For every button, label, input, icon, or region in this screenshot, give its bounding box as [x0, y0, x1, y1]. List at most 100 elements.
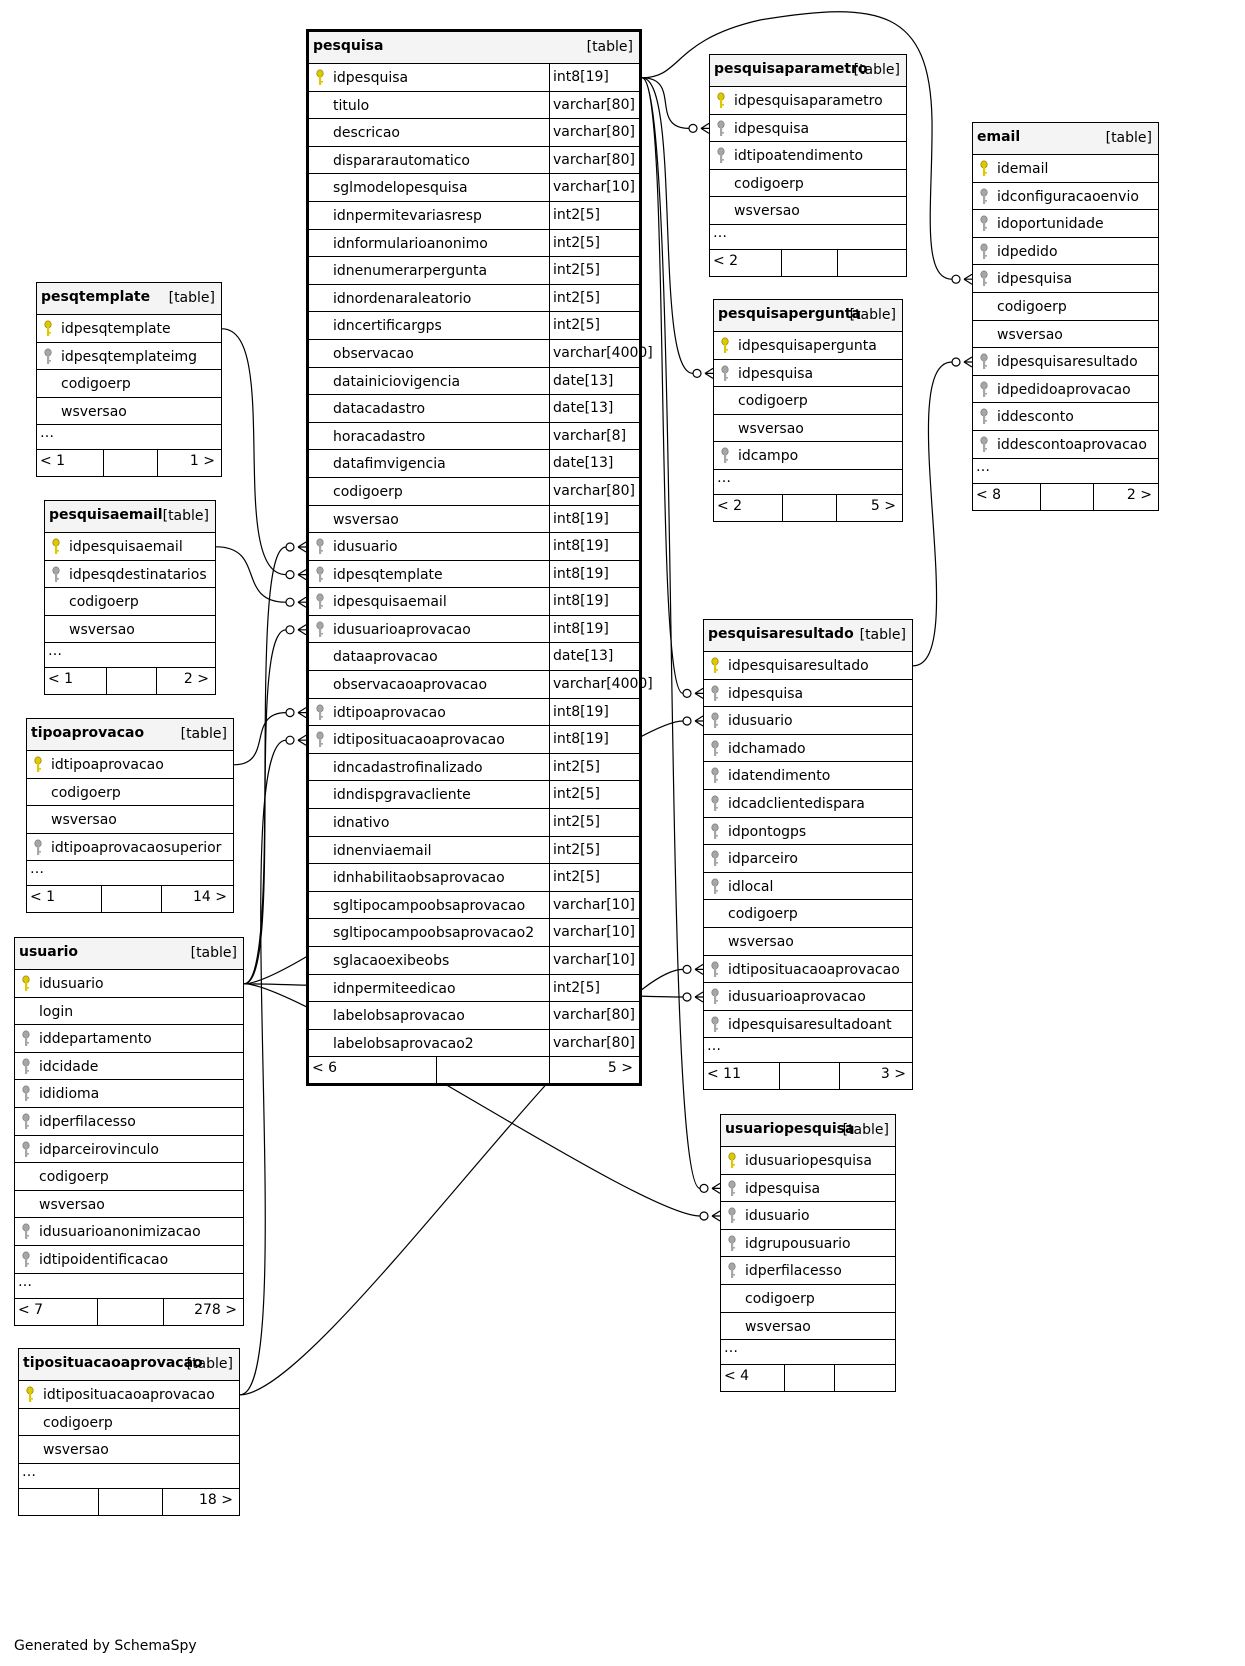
children-count[interactable]: 3 > [880, 1066, 906, 1083]
more-columns-indicator[interactable]: … [973, 459, 1158, 484]
more-columns-indicator[interactable]: … [45, 643, 215, 669]
children-count[interactable]: 5 > [607, 1060, 633, 1077]
table-name[interactable]: usuariopesquisa [725, 1121, 855, 1137]
parents-count[interactable]: < 7 [18, 1301, 44, 1318]
more-columns-indicator[interactable]: … [704, 1038, 912, 1064]
column-row[interactable]: idpesquisaresultadoant [704, 1011, 912, 1039]
column-row[interactable]: login [15, 998, 243, 1026]
table-name[interactable]: usuario [19, 944, 79, 960]
parents-count[interactable]: < 6 [312, 1060, 338, 1077]
column-row[interactable]: codigoerp [15, 1163, 243, 1191]
column-row[interactable]: codigoerp [973, 293, 1158, 321]
column-row[interactable]: idparceiro [704, 845, 912, 873]
column-row[interactable]: idlocal [704, 873, 912, 901]
column-row[interactable]: idtiposituacaoaprovacao [704, 956, 912, 984]
table-name[interactable]: pesquisaemail [49, 507, 163, 523]
column-row[interactable]: iddepartamento [15, 1025, 243, 1053]
column-row[interactable]: iddescontoaprovacao [973, 431, 1158, 459]
column-row[interactable]: idtipoidentificacao [15, 1246, 243, 1274]
table-name[interactable]: tipoaprovacao [31, 725, 145, 741]
parents-count[interactable]: < 1 [30, 889, 56, 906]
column-row[interactable]: iddesconto [973, 403, 1158, 431]
column-row[interactable]: idpesquisapergunta [714, 332, 902, 360]
column-row[interactable]: codigoerp [721, 1285, 895, 1313]
column-row[interactable]: idatendimento [704, 762, 912, 790]
table-name[interactable]: pesquisa [313, 38, 384, 54]
parents-count[interactable]: < 2 [717, 497, 743, 514]
column-row[interactable]: wsversao [15, 1191, 243, 1219]
column-row[interactable]: idperfilacesso [721, 1257, 895, 1285]
column-row[interactable]: idusuario [721, 1202, 895, 1230]
column-row[interactable]: idpesquisa [973, 265, 1158, 293]
parents-count[interactable]: < 2 [713, 252, 739, 269]
table-name[interactable]: email [977, 129, 1021, 145]
table-name[interactable]: tiposituacaoaprovacao [23, 1355, 203, 1371]
more-columns-indicator[interactable]: … [19, 1464, 239, 1489]
more-columns-indicator[interactable]: … [714, 470, 902, 495]
more-columns-indicator[interactable]: … [15, 1274, 243, 1299]
children-count[interactable]: 2 > [183, 671, 209, 688]
children-count[interactable]: 5 > [870, 497, 896, 514]
column-row[interactable]: idusuarioanonimizacao [15, 1218, 243, 1246]
column-row[interactable]: idgrupousuario [721, 1230, 895, 1258]
table-pesquisaparametro[interactable]: pesquisaparametro[table]idpesquisaparame… [709, 54, 907, 277]
column-row[interactable]: idparceirovinculo [15, 1136, 243, 1164]
column-row[interactable]: idcadclientedispara [704, 790, 912, 818]
column-row[interactable]: codigoerp [19, 1409, 239, 1437]
column-row[interactable]: idpesquisaresultado [704, 652, 912, 680]
column-row[interactable]: wsversao [37, 398, 221, 426]
column-row[interactable]: wsversao [973, 321, 1158, 349]
more-columns-indicator[interactable]: … [710, 225, 906, 250]
column-row[interactable]: idusuario [15, 970, 243, 998]
parents-count[interactable]: < 4 [724, 1368, 750, 1385]
parents-count[interactable]: < 11 [707, 1066, 741, 1083]
table-name[interactable]: pesqtemplate [41, 289, 151, 305]
column-row[interactable]: idtipoaprovacao [27, 751, 233, 779]
column-row[interactable]: idpedido [973, 238, 1158, 266]
column-row[interactable]: idusuario [704, 707, 912, 735]
table-pesquisaresultado[interactable]: pesquisaresultado[table]idpesquisaresult… [703, 619, 913, 1091]
column-row[interactable]: idtipoatendimento [710, 142, 906, 170]
column-row[interactable]: idpesquisaresultado [973, 348, 1158, 376]
column-row[interactable]: wsversao [19, 1436, 239, 1464]
column-row[interactable]: idtipoaprovacaosuperior [27, 834, 233, 862]
table-name[interactable]: pesquisapergunta [718, 306, 861, 322]
column-row[interactable]: idchamado [704, 735, 912, 763]
parents-count[interactable]: < 1 [40, 453, 66, 470]
column-row[interactable]: idusuarioaprovacao [704, 983, 912, 1011]
more-columns-indicator[interactable]: … [27, 861, 233, 887]
children-count[interactable]: 278 > [194, 1301, 237, 1318]
column-row[interactable]: idcampo [714, 442, 902, 470]
column-row[interactable]: idtiposituacaoaprovacao [19, 1381, 239, 1409]
children-count[interactable]: 18 > [199, 1491, 233, 1508]
